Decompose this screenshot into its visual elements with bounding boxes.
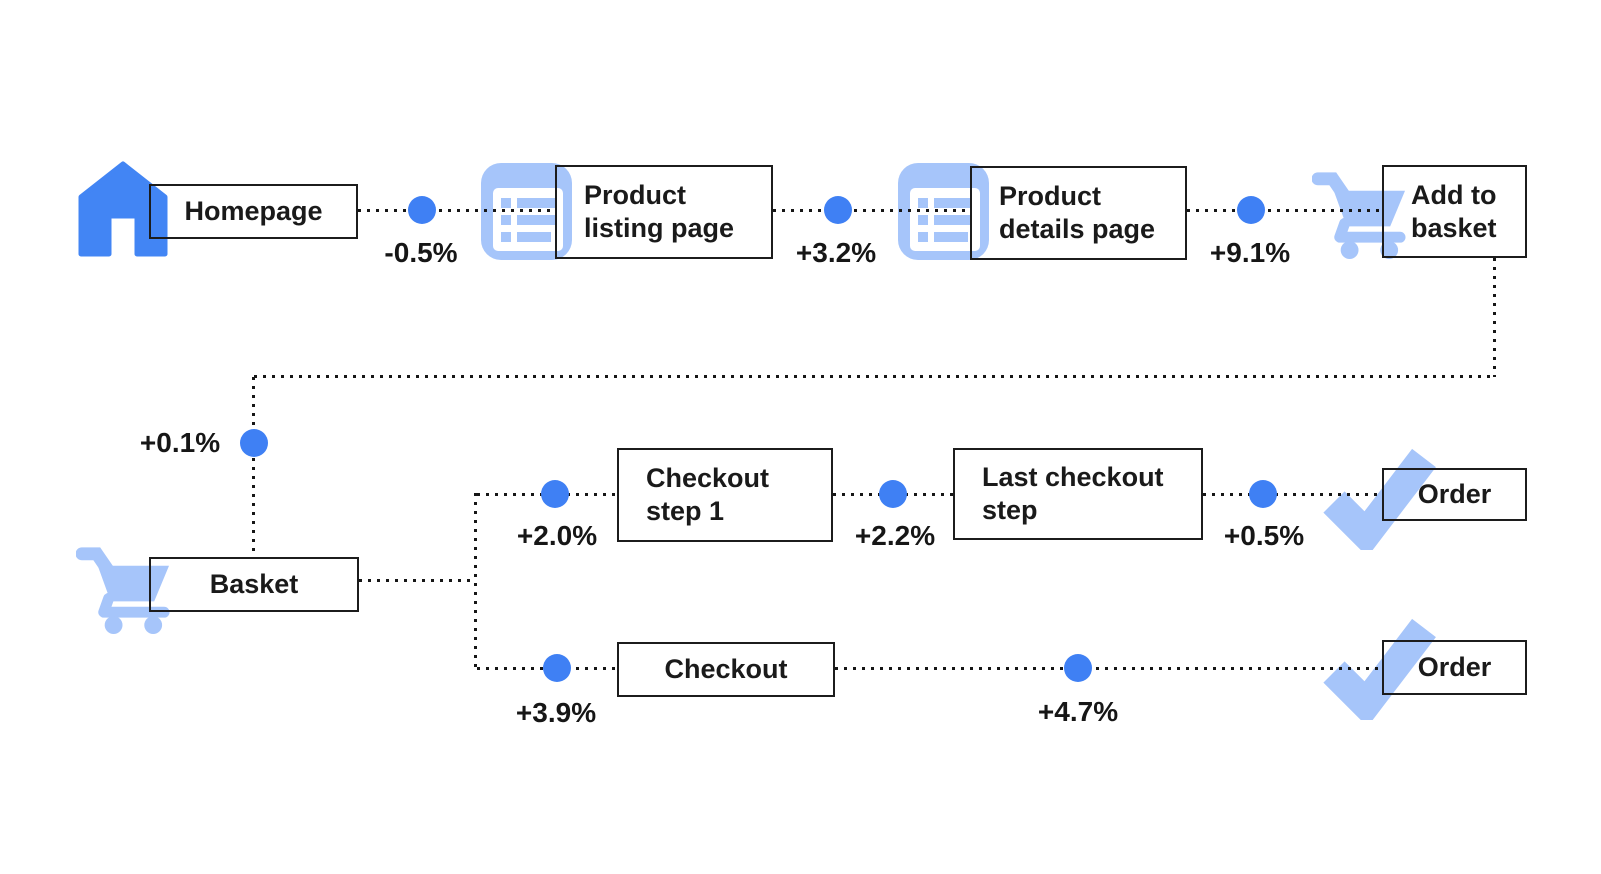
delta-label-checkout-to-order: +4.7%	[1037, 696, 1119, 727]
connector-branch-split	[474, 493, 477, 670]
connector-basket-drop	[252, 377, 255, 557]
connector-listing-to-details	[773, 209, 970, 212]
node-product-listing-page: Product listing page	[555, 165, 773, 259]
check-icon	[1318, 444, 1438, 557]
connector-details-to-add	[1187, 209, 1382, 212]
home-icon	[78, 160, 168, 258]
node-label: Checkout step 1	[646, 463, 770, 526]
node-basket: Basket	[149, 557, 359, 612]
node-add-to-basket: Add to basket	[1382, 165, 1527, 258]
flow-dot	[879, 480, 907, 508]
node-label: Checkout	[664, 654, 788, 684]
node-label: Product listing page	[584, 180, 735, 243]
delta-label-basket-to-checkout1: +2.0%	[516, 520, 598, 551]
node-checkout: Checkout	[617, 642, 835, 697]
connector-checkout-to-order	[835, 667, 1382, 670]
check-icon	[1318, 614, 1438, 727]
node-label: Add to basket	[1411, 179, 1497, 243]
delta-label-checkout1-to-last: +2.2%	[854, 520, 936, 551]
delta-label-listing-to-details: +3.2%	[795, 237, 877, 268]
delta-label-basket-to-checkout: +3.9%	[515, 697, 597, 728]
node-homepage: Homepage	[149, 184, 358, 239]
connector-last-to-order	[1203, 493, 1382, 496]
delta-label-add-to-basket: +0.1%	[139, 427, 221, 458]
flow-dot	[543, 654, 571, 682]
cart-icon	[75, 538, 171, 635]
connector-add-drop	[1493, 258, 1496, 377]
flow-dot	[824, 196, 852, 224]
connector-add-to-basket-return	[254, 375, 1496, 378]
node-product-details-page: Product details page	[970, 166, 1187, 260]
node-label: Order	[1417, 479, 1492, 509]
node-label: Homepage	[184, 196, 323, 226]
node-label: Order	[1417, 652, 1492, 682]
connector-basket-out	[359, 579, 476, 582]
node-order-bottom: Order	[1382, 640, 1527, 695]
flow-dot	[1249, 480, 1277, 508]
list-icon	[898, 163, 989, 260]
connector-homepage-to-listing	[358, 209, 555, 212]
list-icon	[481, 163, 572, 260]
node-order-top: Order	[1382, 468, 1527, 521]
delta-label-last-to-order: +0.5%	[1223, 520, 1305, 551]
node-last-checkout-step: Last checkout step	[953, 448, 1203, 540]
flow-dot	[240, 429, 268, 457]
cart-icon	[1311, 164, 1407, 259]
node-label: Basket	[209, 569, 299, 599]
delta-label-details-to-add: +9.1%	[1209, 237, 1291, 268]
node-checkout-step-1: Checkout step 1	[617, 448, 833, 542]
flow-dot	[1064, 654, 1092, 682]
node-label: Product details page	[999, 181, 1156, 244]
flow-dot	[541, 480, 569, 508]
delta-label-homepage-to-listing: -0.5%	[384, 237, 458, 268]
flow-dot	[1237, 196, 1265, 224]
node-label: Last checkout step	[982, 462, 1164, 525]
flow-dot	[408, 196, 436, 224]
